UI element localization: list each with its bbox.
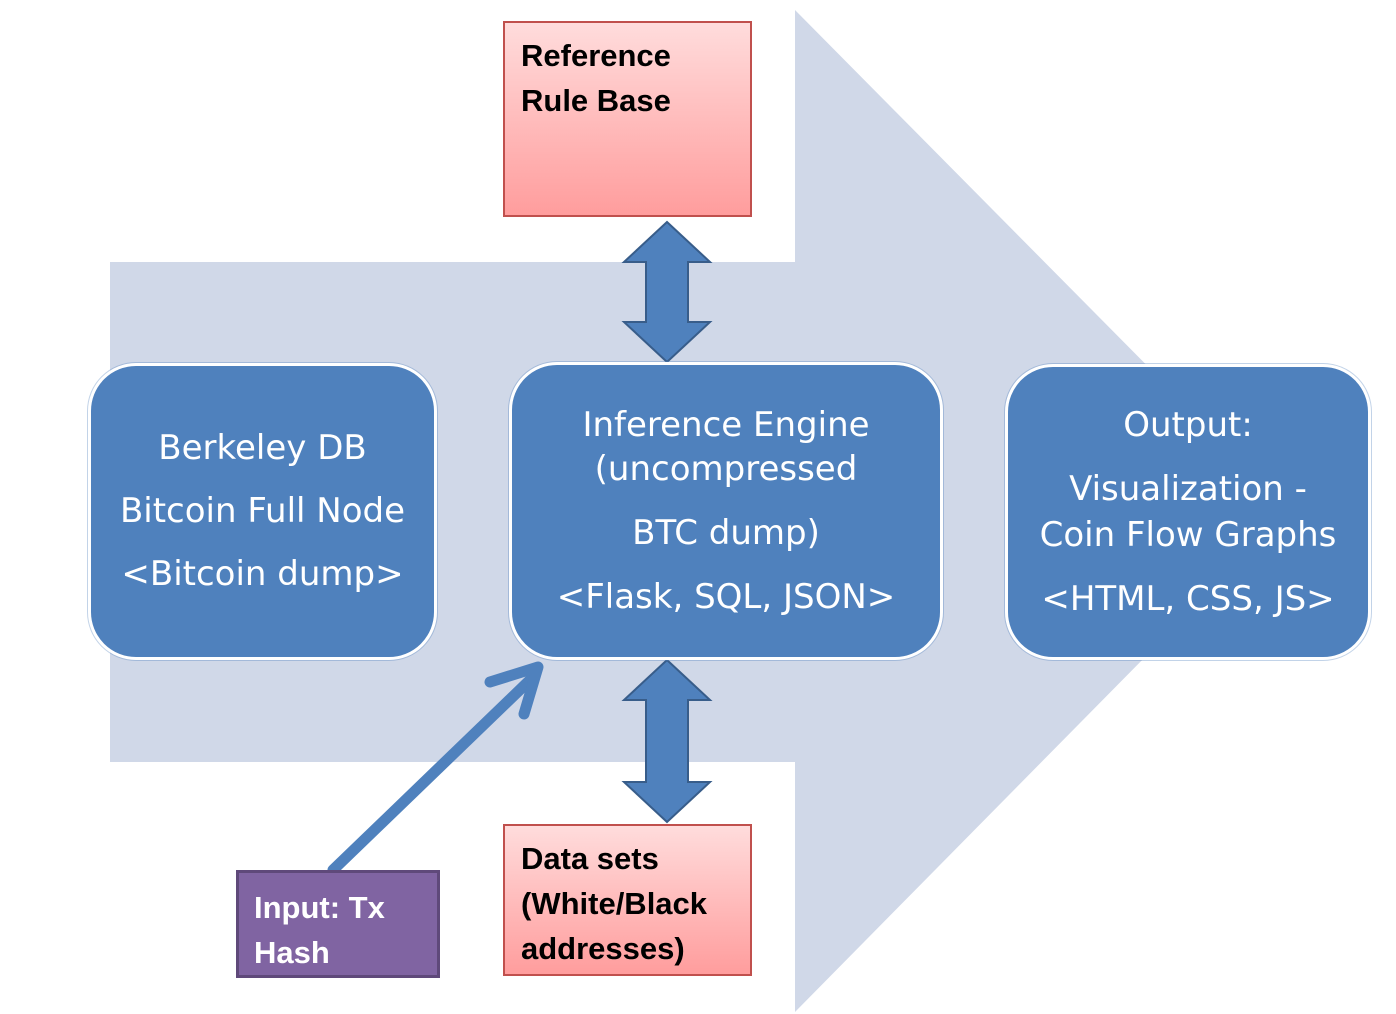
box-line: Rule Base bbox=[521, 83, 671, 118]
box-line: Hash bbox=[254, 935, 330, 970]
node-line: (uncompressed bbox=[594, 449, 858, 489]
node-line: Inference Engine bbox=[582, 405, 870, 445]
berkeley-db-node: Berkeley DB Bitcoin Full Node <Bitcoin d… bbox=[88, 363, 437, 660]
node-line: <Flask, SQL, JSON> bbox=[556, 577, 896, 617]
input-tx-hash-box: Input: Tx Hash bbox=[236, 870, 440, 978]
node-line: <HTML, CSS, JS> bbox=[1041, 579, 1335, 619]
node-line: BTC dump) bbox=[632, 513, 820, 553]
node-line: Visualization - bbox=[1069, 469, 1307, 509]
output-node: Output: Visualization - Coin Flow Graphs… bbox=[1005, 364, 1371, 660]
data-sets-box: Data sets (White/Black addresses) bbox=[503, 824, 752, 976]
node-line: Berkeley DB bbox=[158, 428, 367, 468]
box-line: addresses) bbox=[521, 931, 685, 966]
box-line: (White/Black bbox=[521, 886, 708, 921]
node-line: Output: bbox=[1123, 405, 1253, 445]
reference-rule-base-box: Reference Rule Base bbox=[503, 21, 752, 217]
box-line: Data sets bbox=[521, 841, 659, 876]
inference-engine-node: Inference Engine (uncompressed BTC dump)… bbox=[509, 362, 943, 660]
node-line: Coin Flow Graphs bbox=[1039, 515, 1337, 555]
node-line: Bitcoin Full Node bbox=[119, 491, 406, 531]
box-line: Reference bbox=[521, 38, 671, 73]
box-line: Input: Tx bbox=[254, 890, 385, 925]
node-line: <Bitcoin dump> bbox=[121, 554, 404, 594]
data-sets-double-arrow bbox=[621, 658, 713, 824]
input-arrow bbox=[327, 661, 544, 876]
